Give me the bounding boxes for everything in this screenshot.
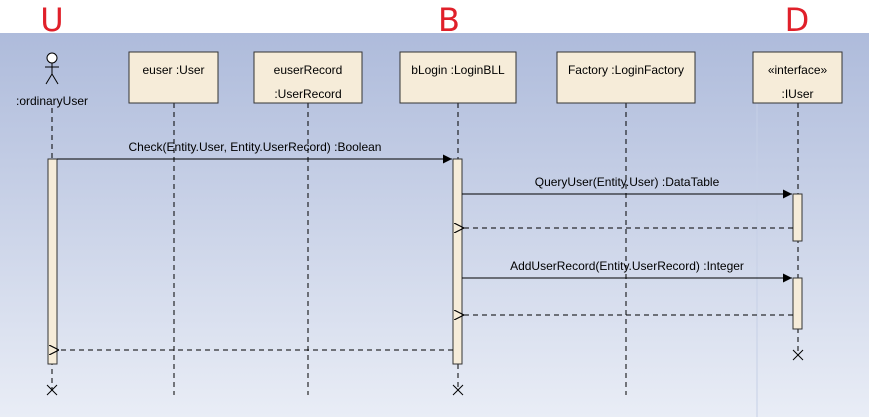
annotation-b: B — [438, 1, 460, 39]
lifeline-box-iuser[interactable]: «interface» :IUser — [752, 51, 843, 104]
annotation-d: D — [785, 1, 810, 39]
lifeline-box-blogin[interactable]: bLogin :LoginBLL — [399, 51, 517, 104]
activation-ordinaryuser — [47, 158, 58, 365]
top-margin — [0, 0, 869, 33]
annotation-u: U — [40, 1, 63, 39]
message-queryuser-label: QueryUser(Entity.User) :DataTable — [535, 175, 720, 189]
lifeline-box-factory[interactable]: Factory :LoginFactory — [556, 51, 696, 104]
actor-icon — [45, 52, 59, 85]
destroy-iuser-icon — [792, 349, 804, 361]
activation-iuser-query — [792, 193, 803, 242]
lifeline-euserrecord-label: euserRecord — [274, 63, 343, 77]
lifeline-iuser-label: :IUser — [781, 87, 813, 101]
destroy-ordinaryuser-icon — [46, 384, 58, 396]
lifeline-iuser-stereotype: «interface» — [768, 63, 828, 77]
lifeline-box-euser[interactable]: euser :User — [128, 51, 219, 104]
lifeline-euser-label: euser :User — [142, 63, 204, 77]
destroy-blogin-icon — [452, 384, 464, 396]
activation-blogin — [452, 158, 463, 365]
lifeline-euserrecord-sublabel: :UserRecord — [274, 87, 341, 101]
lifeline-blogin-label: bLogin :LoginBLL — [411, 63, 505, 77]
lifeline-box-euserrecord[interactable]: euserRecord :UserRecord — [253, 51, 363, 104]
activation-iuser-add — [792, 277, 803, 330]
lifeline-factory-label: Factory :LoginFactory — [568, 63, 684, 77]
message-check-label: Check(Entity.User, Entity.UserRecord) :B… — [129, 140, 382, 154]
actor-label: :ordinaryUser — [16, 94, 88, 108]
message-adduserrecord-label: AddUserRecord(Entity.UserRecord) :Intege… — [510, 259, 744, 273]
